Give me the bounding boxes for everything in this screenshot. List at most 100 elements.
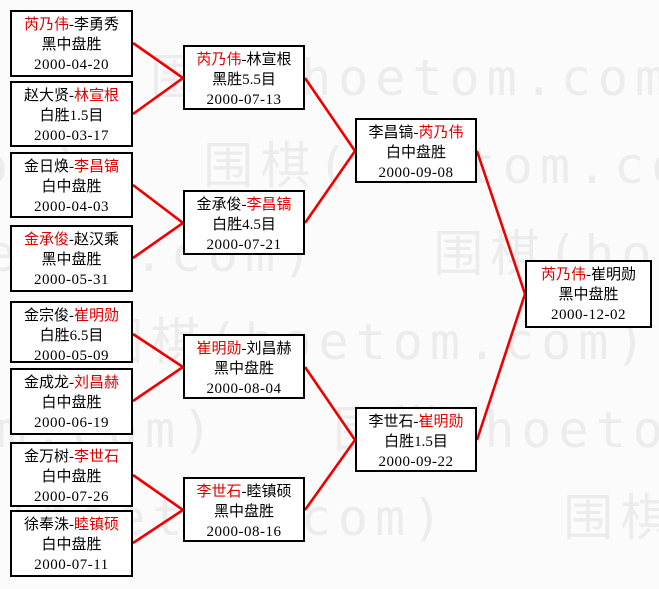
name-separator: - xyxy=(69,17,74,33)
player1-name: 金成龙 xyxy=(23,375,69,391)
match-players: 芮乃伟-林宣根 xyxy=(185,50,303,70)
match-box-round1-6: 金成龙-刘昌赫 白中盘胜 2000-06-19 xyxy=(10,368,133,435)
match-box-semifinal-2: 李世石-崔明勋 白胜1.5目 2000-09-22 xyxy=(355,407,477,472)
match-result: 白胜1.5目 xyxy=(39,108,104,124)
match-date: 2000-09-22 xyxy=(378,454,454,470)
player1-name: 芮乃伟 xyxy=(23,17,69,33)
player1-name: 芮乃伟 xyxy=(196,52,242,68)
match-players: 金万树-李世石 xyxy=(12,447,131,467)
match-players: 芮乃伟-李勇秀 xyxy=(12,15,131,35)
player2-name: 李昌镐 xyxy=(74,159,120,175)
match-box-round1-1: 芮乃伟-李勇秀 黑中盘胜 2000-04-20 xyxy=(10,10,133,77)
match-date: 2000-12-02 xyxy=(551,307,626,323)
match-date: 2000-08-16 xyxy=(206,524,282,540)
match-box-round1-4: 金承俊-赵汉乘 黑中盘胜 2000-05-31 xyxy=(10,225,133,292)
match-result: 白中盘胜 xyxy=(41,537,102,553)
match-date: 2000-03-17 xyxy=(34,128,109,144)
match-date: 2000-08-04 xyxy=(206,381,282,397)
match-result: 白中盘胜 xyxy=(41,179,102,195)
match-date: 2000-07-11 xyxy=(34,557,109,573)
player2-name: 崔明勋 xyxy=(591,267,637,283)
match-box-round2-1: 芮乃伟-林宣根 黑胜5.5目 2000-07-13 xyxy=(183,45,305,110)
match-date: 2000-04-03 xyxy=(34,199,109,215)
player2-name: 睦镇硕 xyxy=(246,484,292,500)
match-result: 黑中盘胜 xyxy=(213,504,274,520)
player1-name: 芮乃伟 xyxy=(540,267,586,283)
match-result: 黑中盘胜 xyxy=(41,252,102,268)
player2-name: 刘昌赫 xyxy=(74,375,120,391)
match-date: 2000-05-31 xyxy=(34,272,109,288)
player1-name: 李昌镐 xyxy=(368,125,414,141)
match-players: 李世石-睦镇硕 xyxy=(185,482,303,502)
match-players: 金成龙-刘昌赫 xyxy=(12,373,131,393)
player1-name: 金万树 xyxy=(23,449,69,465)
match-date: 2000-06-19 xyxy=(34,415,109,431)
name-separator: - xyxy=(241,197,247,213)
player2-name: 林宣根 xyxy=(246,52,292,68)
connector xyxy=(303,77,357,224)
match-box-round2-4: 李世石-睦镇硕 黑中盘胜 2000-08-16 xyxy=(183,477,305,542)
player1-name: 李世石 xyxy=(196,484,242,500)
match-result: 黑胜5.5目 xyxy=(212,72,276,88)
match-result: 黑中盘胜 xyxy=(558,287,619,303)
match-result: 白中盘胜 xyxy=(41,395,102,411)
name-separator: - xyxy=(69,308,74,324)
player2-name: 李勇秀 xyxy=(74,17,120,33)
player1-name: 徐奉洙 xyxy=(23,517,69,533)
name-separator: - xyxy=(241,341,247,357)
match-players: 金承俊-李昌镐 xyxy=(185,195,303,215)
match-date: 2000-07-21 xyxy=(206,237,282,253)
player1-name: 金宗俊 xyxy=(23,308,69,324)
name-separator: - xyxy=(69,517,74,533)
match-players: 金宗俊-崔明勋 xyxy=(12,306,131,326)
connector xyxy=(475,150,527,441)
player2-name: 刘昌赫 xyxy=(246,341,292,357)
player2-name: 李昌镐 xyxy=(246,197,292,213)
match-players: 崔明勋-刘昌赫 xyxy=(185,339,303,359)
match-box-round1-3: 金日焕-李昌镐 白中盘胜 2000-04-03 xyxy=(10,152,133,218)
player2-name: 林宣根 xyxy=(74,88,120,104)
player1-name: 金承俊 xyxy=(23,232,69,248)
match-players: 徐奉洙-睦镇硕 xyxy=(12,515,131,535)
match-date: 2000-05-09 xyxy=(34,348,109,364)
match-result: 白胜1.5目 xyxy=(384,434,448,450)
match-box-final: 芮乃伟-崔明勋 黑中盘胜 2000-12-02 xyxy=(525,260,652,328)
match-box-round2-3: 崔明勋-刘昌赫 黑中盘胜 2000-08-04 xyxy=(183,334,305,399)
name-separator: - xyxy=(69,232,74,248)
name-separator: - xyxy=(69,375,74,391)
connector xyxy=(132,332,186,403)
name-separator: - xyxy=(241,52,247,68)
player1-name: 崔明勋 xyxy=(196,341,242,357)
match-box-semifinal-1: 李昌镐-芮乃伟 白中盘胜 2000-09-08 xyxy=(355,118,477,183)
match-date: 2000-07-26 xyxy=(34,489,109,505)
name-separator: - xyxy=(69,159,74,175)
connector xyxy=(132,41,186,116)
match-date: 2000-09-08 xyxy=(378,165,454,181)
match-box-round1-2: 赵大贤-林宣根 白胜1.5目 2000-03-17 xyxy=(10,81,133,147)
player2-name: 赵汉乘 xyxy=(74,232,120,248)
player2-name: 崔明勋 xyxy=(418,414,464,430)
match-box-round2-2: 金承俊-李昌镐 白胜4.5目 2000-07-21 xyxy=(183,190,305,255)
name-separator: - xyxy=(69,449,74,465)
player1-name: 金承俊 xyxy=(196,197,242,213)
connector xyxy=(132,473,186,545)
match-players: 芮乃伟-崔明勋 xyxy=(527,265,650,285)
match-players: 李昌镐-芮乃伟 xyxy=(357,123,475,143)
match-players: 赵大贤-林宣根 xyxy=(12,86,131,106)
player2-name: 睦镇硕 xyxy=(74,517,120,533)
match-players: 金承俊-赵汉乘 xyxy=(12,230,131,250)
name-separator: - xyxy=(413,125,419,141)
player1-name: 李世石 xyxy=(368,414,414,430)
name-separator: - xyxy=(586,267,591,283)
player1-name: 赵大贤 xyxy=(23,88,69,104)
match-result: 白胜4.5目 xyxy=(212,217,276,233)
player2-name: 李世石 xyxy=(74,449,120,465)
player2-name: 芮乃伟 xyxy=(418,125,464,141)
connector xyxy=(303,366,357,511)
match-date: 2000-04-20 xyxy=(34,57,109,73)
match-date: 2000-07-13 xyxy=(206,92,282,108)
name-separator: - xyxy=(413,414,419,430)
connector xyxy=(132,183,186,260)
name-separator: - xyxy=(69,88,74,104)
